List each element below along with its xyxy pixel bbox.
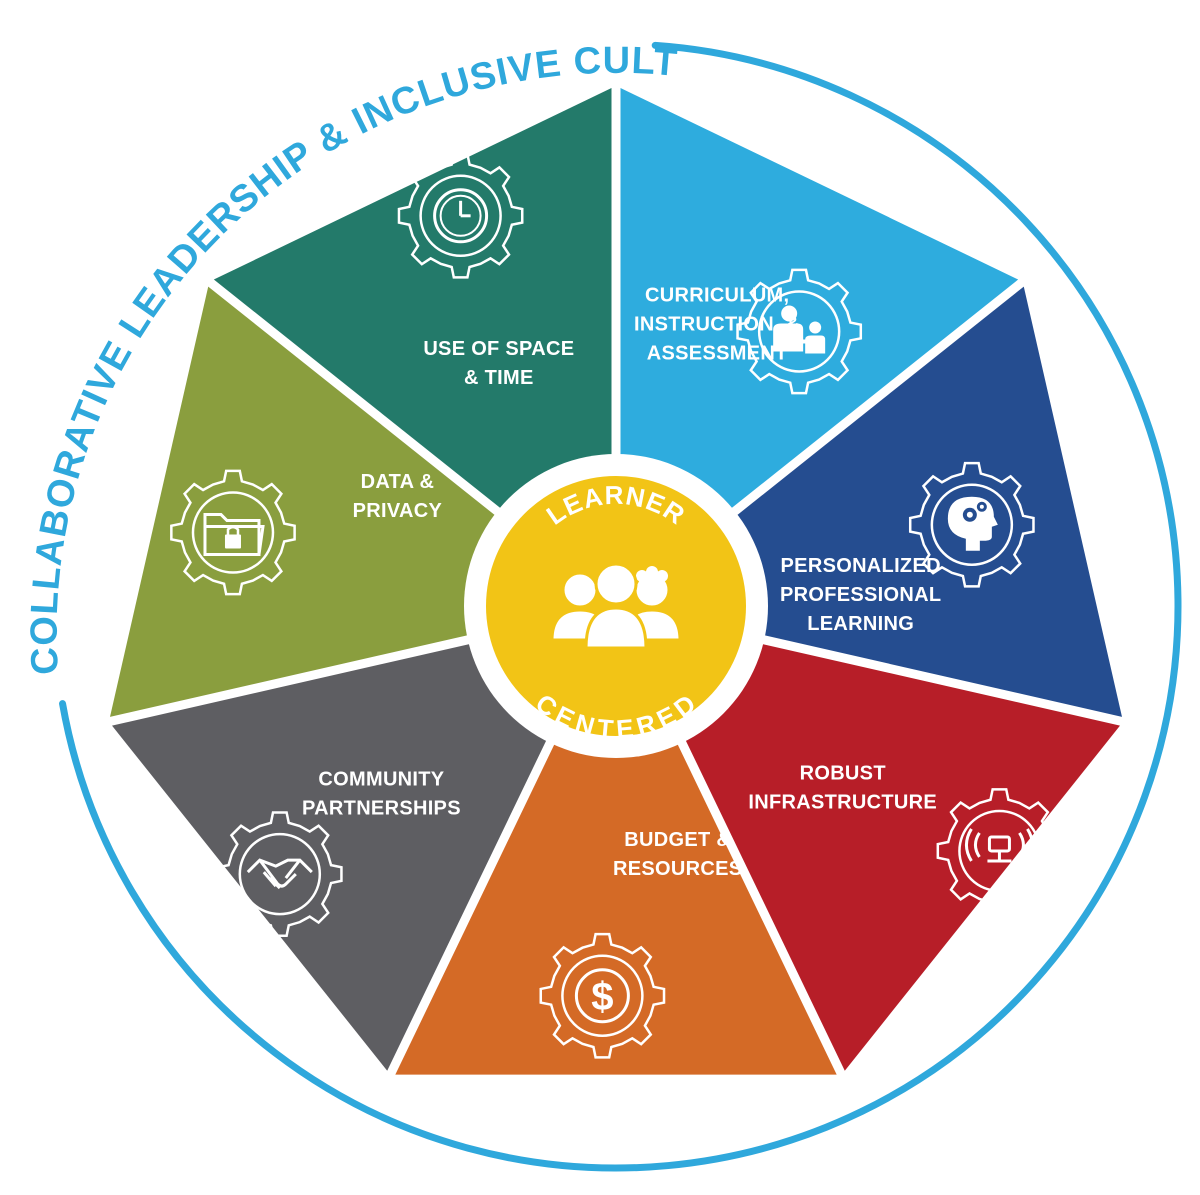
segment-label-curriculum: CURRICULUM,INSTRUCTION, &ASSESSMENT — [634, 285, 800, 365]
segment-curriculum — [620, 88, 1019, 528]
segment-label-line: COMMUNITY — [318, 769, 444, 791]
gear-inner-ring — [561, 954, 644, 1038]
segments: CURRICULUM,INSTRUCTION, &ASSESSMENT PERS… — [110, 88, 1122, 1075]
locked-folder-icon-glyph — [203, 513, 265, 557]
gear-icon — [397, 152, 524, 279]
gear-inner-ring — [930, 483, 1014, 567]
gear-icon — [539, 932, 666, 1059]
segment-label-data-privacy: DATA & PRIVACY — [353, 471, 443, 522]
teacher-student-icon-glyph — [773, 305, 826, 354]
segment-label-line: PRIVACY — [353, 500, 443, 522]
segment-label-line: LEARNING — [807, 613, 914, 635]
segment-data-privacy — [110, 286, 520, 717]
network-signal-icon-glyph — [964, 828, 1034, 863]
center-circle — [486, 476, 746, 736]
group-of-learners-icon — [550, 562, 682, 650]
gear-inner-ring — [757, 290, 841, 373]
segment-label-community: COMMUNITY PARTNERSHIPS — [302, 769, 461, 820]
segment-label-line: ASSESSMENT — [647, 343, 788, 365]
segment-label-line: & TIME — [464, 367, 534, 389]
segment-label-line: USE OF SPACE — [423, 338, 574, 360]
segment-infrastructure — [672, 637, 1120, 1071]
gear-icon — [170, 469, 296, 596]
segment-label-budget: BUDGET & RESOURCES — [613, 829, 742, 880]
segment-label-line: PROFESSIONAL — [780, 584, 941, 606]
segment-label-line: RESOURCES — [613, 858, 742, 880]
svg-text:$: $ — [591, 975, 613, 1019]
dollar-icon-glyph: $ — [574, 968, 630, 1024]
locked-folder-icon — [170, 469, 296, 596]
gear-icon — [908, 461, 1035, 588]
segment-community — [112, 637, 560, 1071]
segment-label-line: DATA & — [361, 471, 435, 493]
network-signal-icon — [936, 788, 1063, 914]
gear-icon — [736, 268, 863, 395]
segment-label-line: BUDGET & — [624, 829, 731, 851]
segment-label-line: PERSONALIZED — [781, 555, 941, 577]
gear-inner-ring — [238, 832, 322, 916]
head-gears-icon-glyph — [947, 496, 998, 551]
segment-label-line: PARTNERSHIPS — [302, 798, 461, 820]
handshake-icon-glyph — [246, 858, 313, 890]
gear-icon — [936, 788, 1063, 914]
segment-space-time — [213, 88, 612, 528]
segment-label-infrastructure: ROBUST INFRASTRUCTURE — [748, 762, 937, 813]
segment-label-line: INFRASTRUCTURE — [748, 791, 937, 813]
outer-ring — [59, 41, 1182, 1172]
clock-icon — [397, 152, 524, 279]
gear-icon — [216, 811, 343, 937]
clock-icon-glyph — [433, 188, 489, 244]
handshake-icon — [216, 811, 343, 937]
gear-inner-ring — [958, 809, 1041, 893]
segment-budget — [395, 715, 837, 1075]
segment-label-space-time: USE OF SPACE & TIME — [423, 338, 574, 389]
segment-label-professional-learning: PERSONALIZED PROFESSIONAL LEARNING — [780, 555, 941, 635]
teacher-student-icon — [736, 268, 863, 395]
dollar-icon: $ — [539, 932, 666, 1059]
segment-label-line: ROBUST — [800, 762, 886, 784]
gear-inner-ring — [419, 174, 502, 258]
head-gears-icon — [908, 461, 1035, 588]
segment-professional-learning — [712, 286, 1122, 717]
gear-inner-ring — [191, 491, 275, 574]
